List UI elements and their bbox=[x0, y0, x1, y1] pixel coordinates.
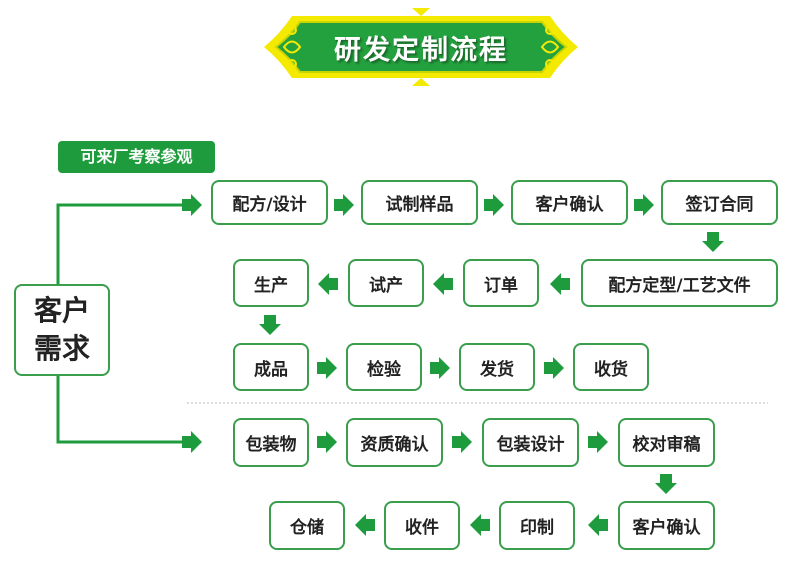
arrow-left-icon bbox=[550, 273, 570, 295]
arrow-right-icon bbox=[334, 194, 354, 216]
step-proofread: 校对审稿 bbox=[618, 418, 715, 467]
customer-demand-line2: 需求 bbox=[33, 332, 90, 365]
step-formula-finalize: 配方定型/工艺文件 bbox=[581, 259, 778, 307]
step-receive-items: 收件 bbox=[384, 501, 460, 550]
step-order: 订单 bbox=[463, 259, 539, 307]
arrow-right-icon bbox=[182, 194, 202, 216]
page-title: 研发定制流程 bbox=[334, 34, 508, 66]
arrow-left-icon bbox=[470, 514, 490, 536]
step-receipt: 收货 bbox=[573, 343, 649, 391]
arrow-left-icon bbox=[588, 514, 608, 536]
visit-factory-tag: 可来厂考察参观 bbox=[58, 141, 215, 173]
customer-demand-node: 客户 需求 bbox=[14, 284, 110, 376]
step-finished-product: 成品 bbox=[233, 343, 309, 391]
step-sign-contract: 签订合同 bbox=[661, 180, 778, 225]
arrow-right-icon bbox=[317, 431, 337, 453]
arrow-left-icon bbox=[318, 273, 338, 295]
arrow-right-icon bbox=[588, 431, 608, 453]
title-banner: 研发定制流程 bbox=[262, 6, 580, 88]
arrow-right-icon bbox=[452, 431, 472, 453]
arrow-right-icon bbox=[430, 357, 450, 379]
step-formula-design: 配方/设计 bbox=[211, 180, 328, 225]
step-qualification-confirm: 资质确认 bbox=[346, 418, 443, 467]
arrow-right-icon bbox=[544, 357, 564, 379]
step-trial-production: 试产 bbox=[348, 259, 424, 307]
arrow-right-icon bbox=[182, 431, 202, 453]
customer-demand-line1: 客户 bbox=[33, 294, 90, 327]
arrow-down-icon bbox=[655, 474, 677, 494]
arrow-down-icon bbox=[702, 232, 724, 252]
arrow-right-icon bbox=[317, 357, 337, 379]
arrow-right-icon bbox=[634, 194, 654, 216]
step-printing: 印制 bbox=[499, 501, 575, 550]
ornament-icon bbox=[264, 8, 578, 86]
arrow-left-icon bbox=[433, 273, 453, 295]
arrow-right-icon bbox=[484, 194, 504, 216]
step-customer-confirm-2: 客户确认 bbox=[618, 501, 715, 550]
arrow-left-icon bbox=[355, 514, 375, 536]
step-packaging-material: 包装物 bbox=[233, 418, 309, 467]
step-shipment: 发货 bbox=[459, 343, 535, 391]
connector-bottom bbox=[56, 376, 190, 444]
arrow-down-icon bbox=[259, 315, 281, 335]
step-warehousing: 仓储 bbox=[269, 501, 345, 550]
step-trial-sample: 试制样品 bbox=[361, 180, 478, 225]
step-inspection: 检验 bbox=[346, 343, 422, 391]
step-packaging-design: 包装设计 bbox=[482, 418, 579, 467]
step-production: 生产 bbox=[233, 259, 309, 307]
connector-top bbox=[56, 203, 190, 284]
step-customer-confirm-1: 客户确认 bbox=[511, 180, 628, 225]
